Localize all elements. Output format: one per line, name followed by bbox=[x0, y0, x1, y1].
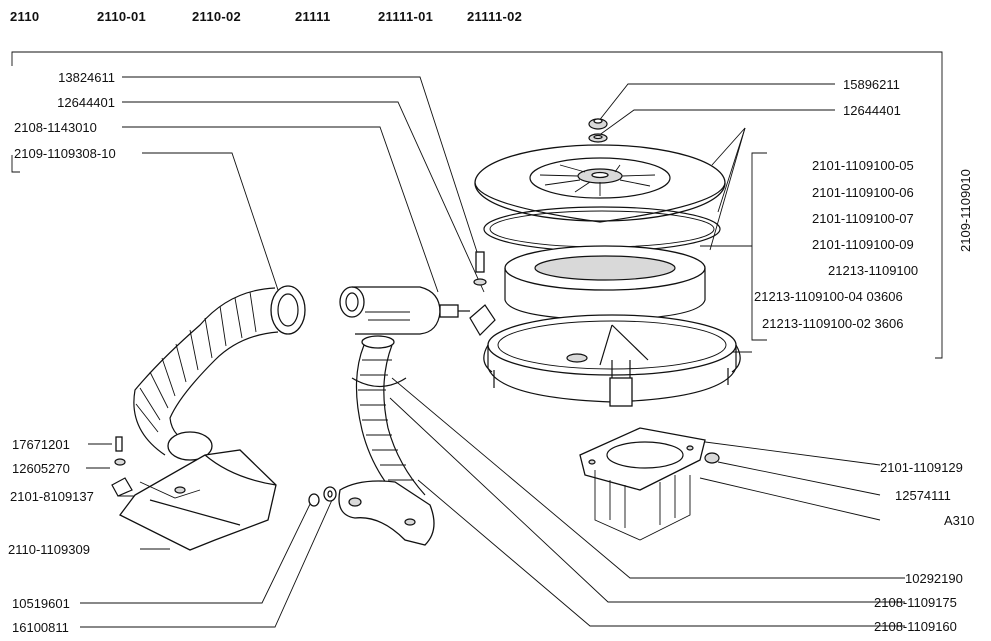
frame-bracket bbox=[11, 51, 943, 359]
model-label-1: 2110 bbox=[10, 9, 40, 24]
filter-housing-drawing bbox=[483, 314, 741, 407]
model-label-3: 2110-02 bbox=[192, 9, 242, 24]
label-2101-8109137: 2101-8109137 bbox=[10, 489, 94, 504]
intake-body-drawing bbox=[339, 286, 470, 335]
left-hose-drawing bbox=[133, 285, 306, 461]
label-2108-1143010: 2108-1143010 bbox=[14, 120, 97, 135]
leader-lines-right bbox=[389, 83, 905, 627]
model-label-4: 21111 bbox=[295, 9, 331, 24]
mount-bracket-drawing bbox=[338, 480, 435, 546]
small-parts-drawing bbox=[111, 436, 133, 497]
filter-group-bracket bbox=[751, 152, 767, 341]
label-a310: A310 bbox=[944, 513, 975, 528]
label-12605270: 12605270 bbox=[12, 461, 70, 476]
label-2108-1109175: 2108-1109175 bbox=[874, 595, 957, 610]
filter-group-vertical-label: 2109-1109010 bbox=[958, 169, 973, 252]
label-10519601: 10519601 bbox=[12, 596, 70, 611]
label-2101-1109129: 2101-1109129 bbox=[880, 460, 963, 475]
model-label-6: 21111-02 bbox=[467, 9, 523, 24]
filter-variant-3: 2101-1109100-07 bbox=[812, 211, 914, 226]
filter-element-drawing bbox=[504, 245, 706, 321]
model-label-5: 21111-01 bbox=[378, 9, 434, 24]
label-15896211: 15896211 bbox=[843, 77, 900, 92]
label-17671201: 17671201 bbox=[12, 437, 70, 452]
clip-drawing bbox=[469, 304, 496, 336]
label-16100811: 16100811 bbox=[12, 620, 69, 635]
center-hose-drawing bbox=[351, 335, 426, 501]
intake-funnel-drawing bbox=[119, 449, 277, 551]
filter-variant-7: 21213-1109100-02 3606 bbox=[762, 316, 904, 331]
filter-variant-2: 2101-1109100-06 bbox=[812, 185, 914, 200]
filter-variant-6: 21213-1109100-04 03606 bbox=[754, 289, 903, 304]
label-13824611: 13824611 bbox=[58, 70, 115, 85]
label-2109-1109308-10: 2109-1109308-10 bbox=[14, 146, 116, 161]
filter-variant-4: 2101-1109100-09 bbox=[812, 237, 914, 252]
label-12644401-left: 12644401 bbox=[57, 95, 115, 110]
flange-drawing bbox=[579, 427, 720, 541]
label-10292190: 10292190 bbox=[905, 571, 963, 586]
small-washers-drawing bbox=[308, 486, 337, 507]
label-12574111: 12574111 bbox=[895, 488, 951, 503]
label-12644401-right: 12644401 bbox=[843, 103, 901, 118]
left-bracket-end bbox=[11, 155, 20, 173]
label-2108-1109160: 2108-1109160 bbox=[874, 619, 957, 634]
bolt-drawing bbox=[473, 251, 487, 286]
filter-variant-5: 21213-1109100 bbox=[828, 263, 919, 278]
filter-variant-1: 2101-1109100-05 bbox=[812, 158, 914, 173]
model-label-2: 2110-01 bbox=[97, 9, 147, 24]
label-2110-1109309: 2110-1109309 bbox=[8, 542, 90, 557]
leader-lines-left bbox=[80, 76, 485, 628]
filter-cover-drawing bbox=[474, 144, 726, 223]
top-nut-drawing bbox=[588, 118, 608, 143]
